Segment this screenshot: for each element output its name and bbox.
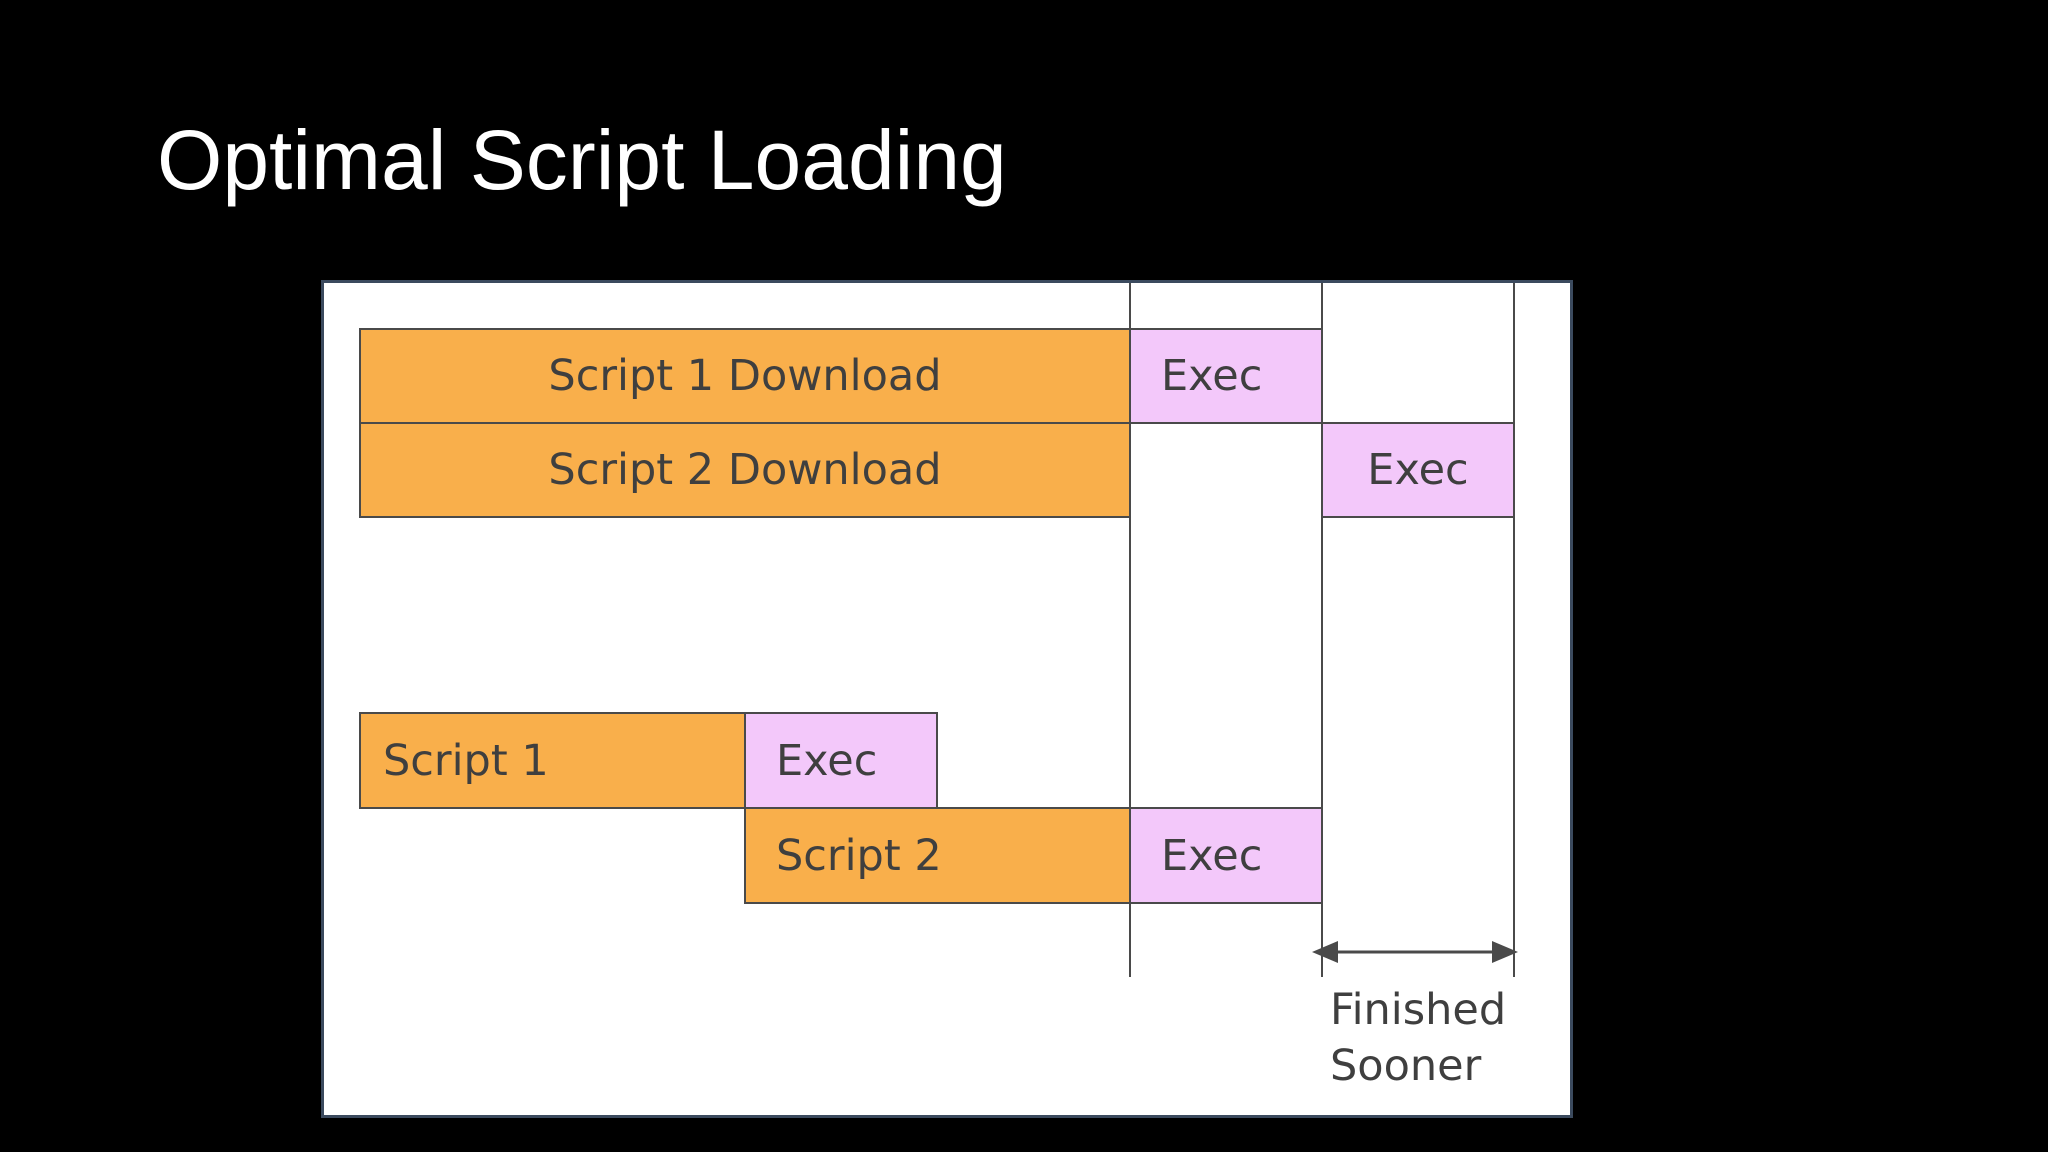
diagram-panel: Script 1 Download Exec Script 2 Download… — [321, 280, 1573, 1118]
script2-download-bar: Script 2 Download — [359, 422, 1131, 518]
script2-label: Script 2 — [776, 830, 942, 881]
script1-download-label: Script 1 Download — [548, 351, 942, 401]
script1-exec-bar: Exec — [1129, 328, 1323, 424]
finished-sooner-annotation: Finished Sooner — [1330, 982, 1506, 1094]
double-arrow-icon — [1312, 941, 1518, 963]
script2-sequential-exec-bar: Exec — [1129, 807, 1323, 904]
script2-exec-bar: Exec — [1321, 422, 1515, 518]
script2-exec-label: Exec — [1367, 445, 1469, 495]
script1-bar: Script 1 — [359, 712, 746, 809]
script2-bar: Script 2 — [744, 807, 1131, 904]
script1-download-bar: Script 1 Download — [359, 328, 1131, 424]
script2-sequential-exec-label: Exec — [1161, 830, 1263, 881]
timeline-guide-1 — [1129, 283, 1131, 977]
script2-download-label: Script 2 Download — [548, 445, 942, 495]
timeline-guide-3 — [1513, 283, 1515, 977]
script1-sequential-exec-label: Exec — [776, 735, 878, 786]
script1-label: Script 1 — [383, 735, 549, 786]
slide-title: Optimal Script Loading — [157, 113, 1007, 207]
timeline-guide-2 — [1321, 283, 1323, 977]
sooner-line: Sooner — [1330, 1041, 1482, 1091]
script1-sequential-exec-bar: Exec — [744, 712, 938, 809]
finished-line: Finished — [1330, 985, 1507, 1035]
script1-exec-label: Exec — [1161, 351, 1263, 401]
